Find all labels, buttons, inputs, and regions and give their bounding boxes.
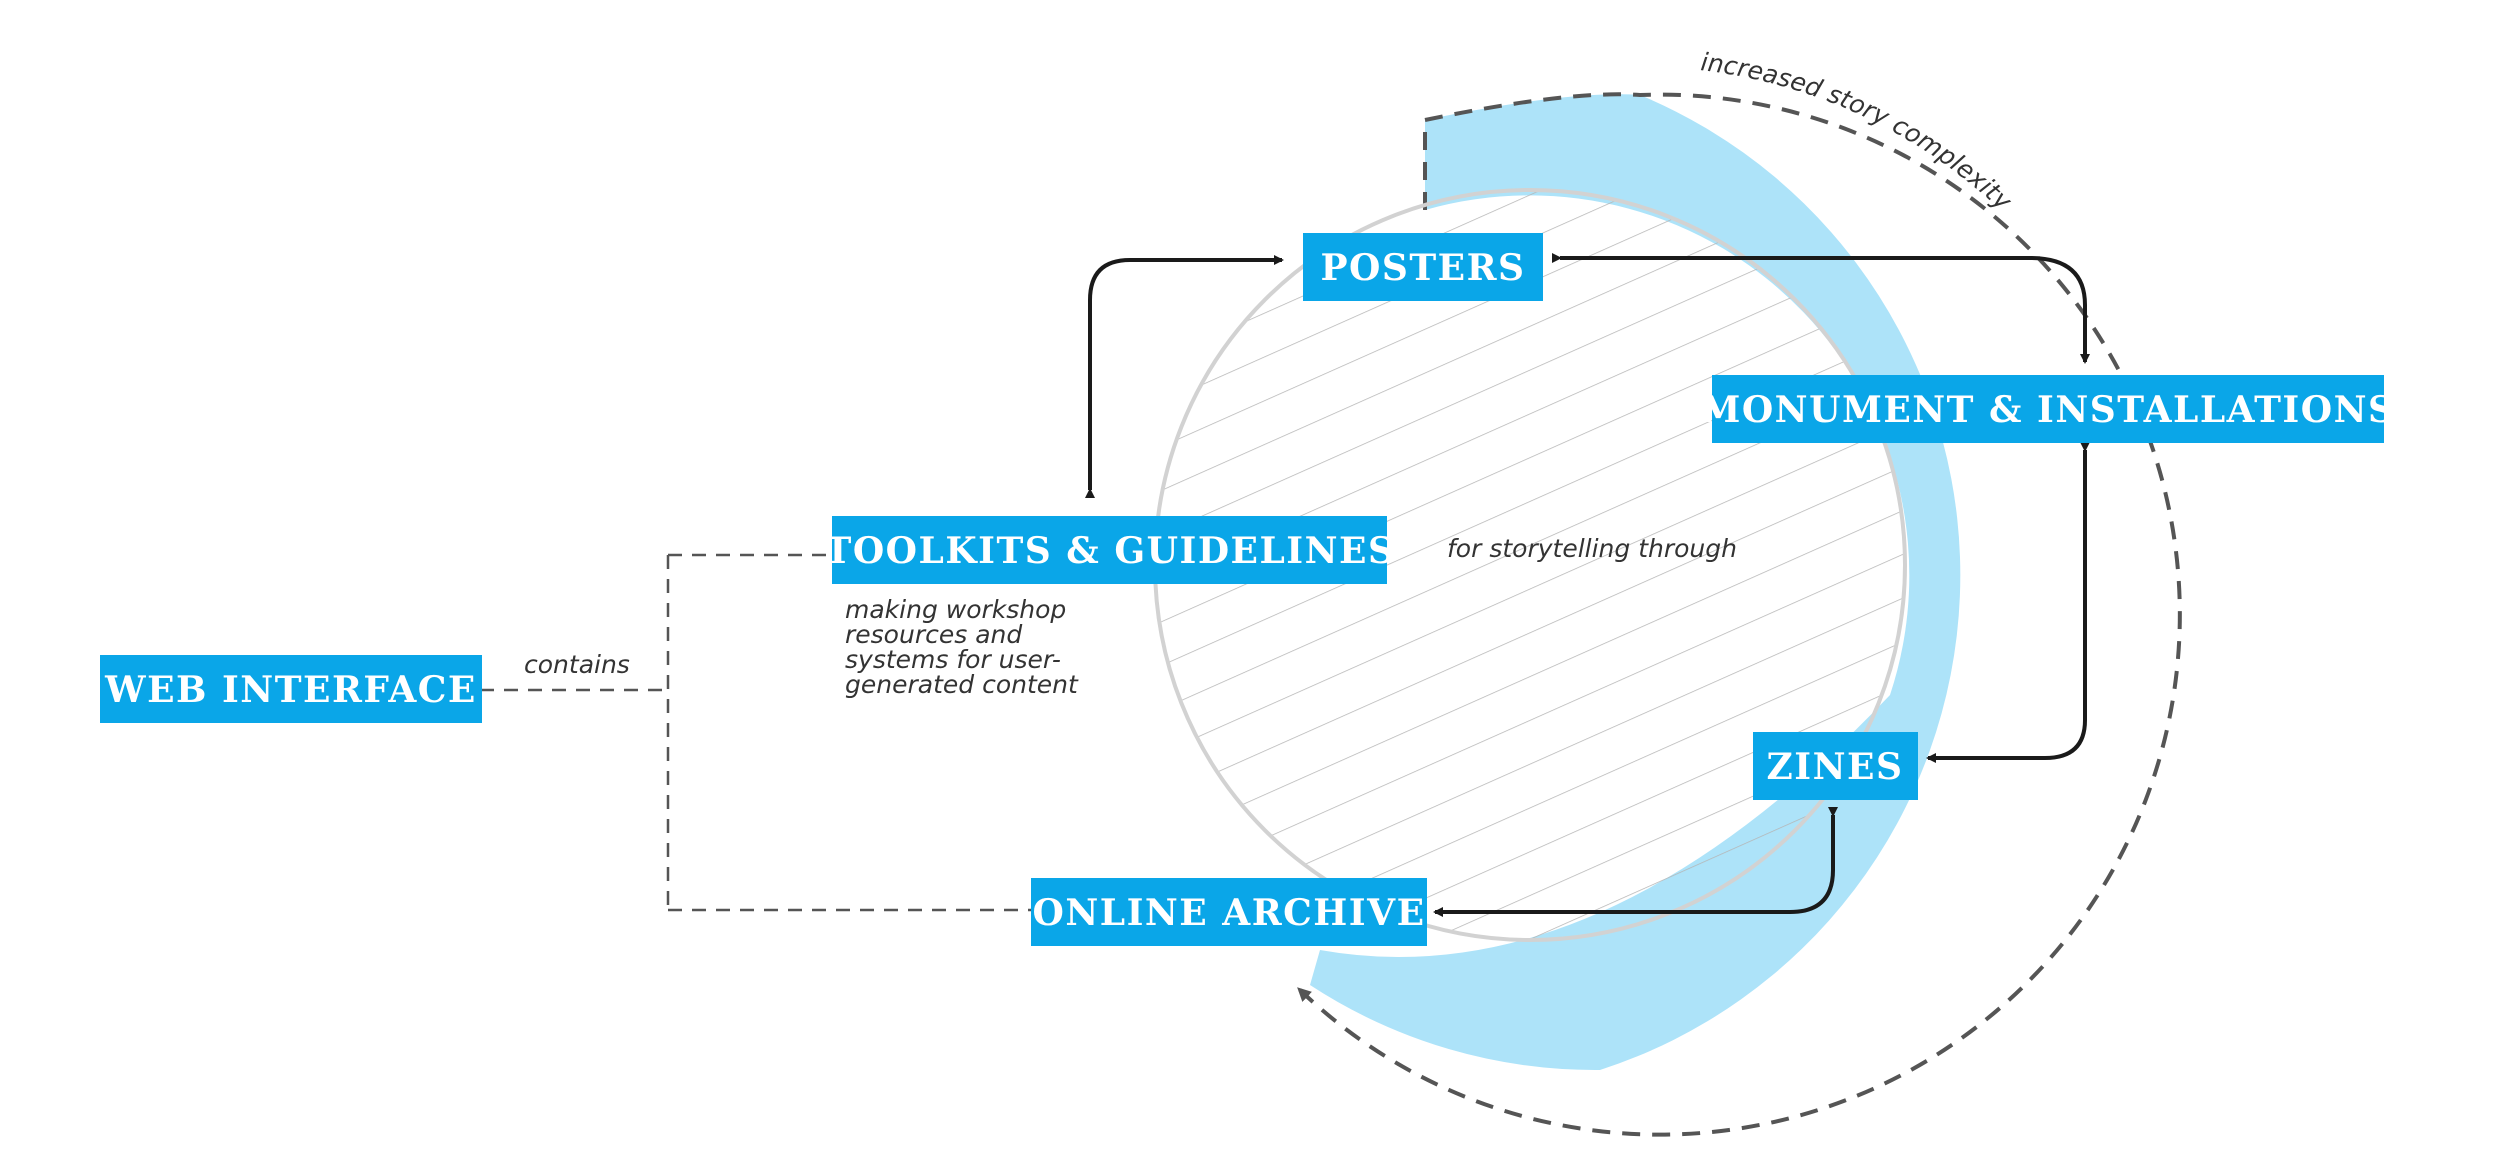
arrow-posters-monument (1552, 253, 2090, 364)
arrow-monument-zines (1926, 442, 2090, 763)
flow-arrows (1085, 253, 2090, 917)
svg-text:making workshop: making workshop (845, 595, 1066, 624)
toolkit-description: making workshop resources and systems fo… (845, 595, 1079, 699)
svg-text:ZINES: ZINES (1767, 746, 1904, 788)
node-web-interface: WEB INTERFACE (100, 655, 482, 723)
label-contains: contains (524, 650, 630, 679)
svg-text:WEB INTERFACE: WEB INTERFACE (104, 669, 477, 711)
arrow-zines-archive (1433, 807, 1838, 917)
label-storytelling: for storytelling through (1447, 534, 1737, 563)
node-monument-installations: MONUMENT & INSTALLATIONS (1700, 375, 2395, 443)
svg-text:MONUMENT & INSTALLATIONS: MONUMENT & INSTALLATIONS (1700, 389, 2395, 431)
svg-text:ONLINE ARCHIVE: ONLINE ARCHIVE (1032, 892, 1425, 934)
svg-text:generated content: generated content (845, 670, 1079, 699)
svg-text:resources and: resources and (845, 620, 1022, 649)
contains-connector (480, 553, 1032, 912)
node-online-archive: ONLINE ARCHIVE (1031, 878, 1427, 946)
node-toolkits-guidelines: TOOLKITS & GUIDELINES (825, 516, 1396, 584)
svg-text:systems for user-: systems for user- (845, 645, 1061, 674)
svg-text:POSTERS: POSTERS (1320, 247, 1525, 289)
arrow-toolkits-posters (1085, 255, 1284, 498)
node-zines: ZINES (1753, 732, 1918, 800)
svg-text:TOOLKITS & GUIDELINES: TOOLKITS & GUIDELINES (825, 530, 1396, 572)
node-posters: POSTERS (1303, 233, 1543, 301)
